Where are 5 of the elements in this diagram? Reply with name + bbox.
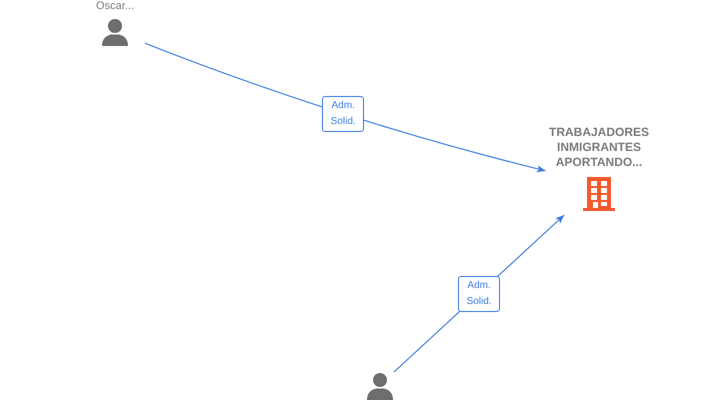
arrow <box>144 42 546 172</box>
node-label: TRABAJADORES INMIGRANTES APORTANDO... <box>548 125 650 170</box>
node-label: Oscar... <box>96 0 134 13</box>
edge-label: Adm. Solid. <box>458 276 500 312</box>
edge-label: Adm. Solid. <box>322 96 364 132</box>
